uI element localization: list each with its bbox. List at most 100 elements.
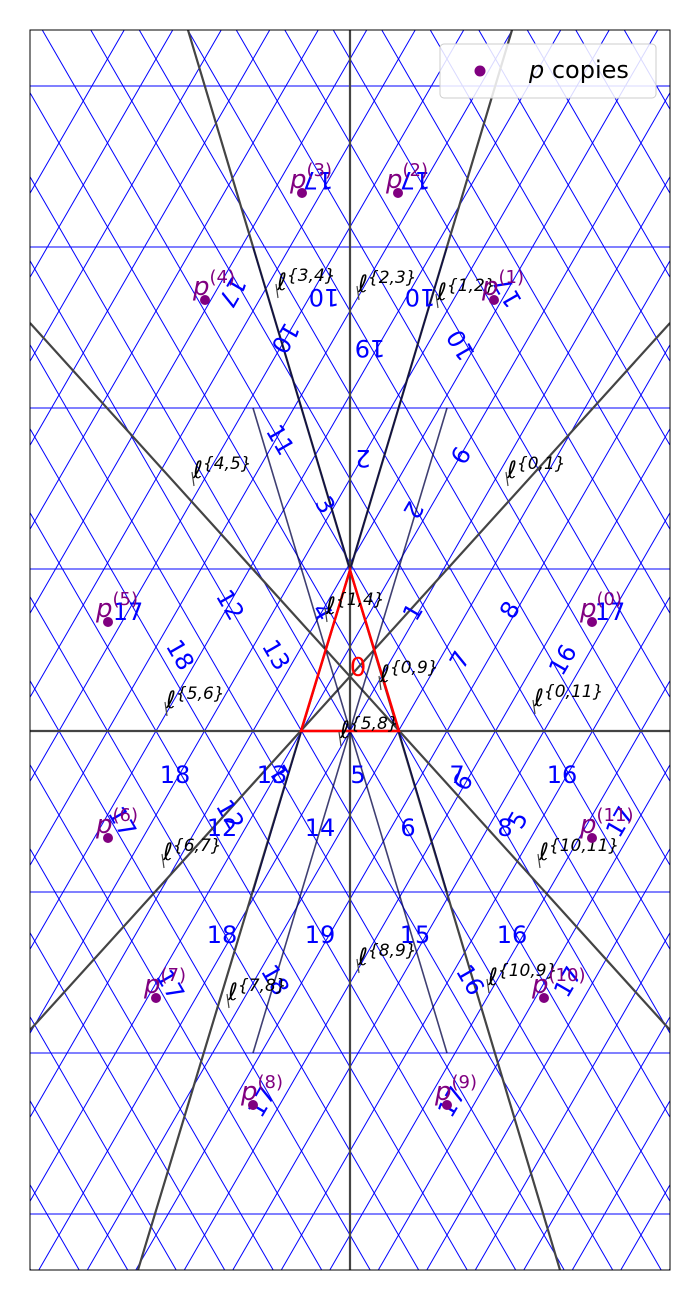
tiling-diagonal-line xyxy=(30,1015,177,1270)
triangle-label: 8 xyxy=(494,596,526,623)
line-label: ℓ{2,3} xyxy=(356,268,417,301)
p-superscript: (3) xyxy=(307,160,333,181)
triangle-label: 17 xyxy=(400,166,431,194)
p-copy-point xyxy=(587,617,597,627)
line-label-text: ℓ{1,4} xyxy=(325,590,385,620)
line-label-text: ℓ{10,11} xyxy=(538,836,619,866)
tiling-diagonal-line xyxy=(474,931,670,1270)
tiling-diagonal-line xyxy=(235,30,670,783)
legend-text: copies xyxy=(544,56,629,84)
tiling-diagonal-line xyxy=(30,1267,32,1270)
triangle-label: 13 xyxy=(257,761,288,789)
p-symbol: p xyxy=(95,594,113,624)
ell-subscript: {0,11} xyxy=(544,682,603,702)
central-triangle xyxy=(299,565,401,733)
triangle-label: 17 xyxy=(303,166,334,194)
triangle-label: 6 xyxy=(400,814,415,842)
p-symbol: p xyxy=(192,272,210,302)
p-symbol: p xyxy=(434,1077,452,1107)
line-label-text: ℓ{1,2} xyxy=(436,276,496,306)
tiling-diagonal-line xyxy=(426,847,670,1270)
tiling-diagonal-line xyxy=(571,1099,670,1270)
triangle-label: 18 xyxy=(207,921,238,949)
p-copy: p(6) xyxy=(95,805,138,843)
p-symbol: p xyxy=(531,970,549,1000)
tiling-diagonal-line xyxy=(30,427,517,1270)
p-copy-label: p(5) xyxy=(95,589,138,624)
p-copy-point xyxy=(248,1100,258,1110)
line-label: ℓ{0,9} xyxy=(378,658,439,691)
tiling-diagonal-line xyxy=(30,847,274,1270)
line-label-text: ℓ{4,5} xyxy=(192,454,252,484)
p-superscript: (9) xyxy=(452,1072,478,1093)
line-label-tick xyxy=(356,285,360,301)
tiling-diagonal-line xyxy=(30,30,416,699)
tiling-diagonal-line xyxy=(673,30,700,1270)
tiling-diagonal-line xyxy=(30,30,513,867)
ell-symbol: ℓ xyxy=(487,963,498,991)
tiling-diagonal-line xyxy=(187,30,670,867)
line-label-tick xyxy=(435,293,439,309)
ell-symbol: ℓ xyxy=(227,978,238,1006)
p-copy-point xyxy=(442,1100,452,1110)
p-copy-label: p(9) xyxy=(434,1072,477,1107)
line-label: ℓ{0,1} xyxy=(505,454,566,487)
p-copy: p(5) xyxy=(95,589,138,627)
p-copy: p(11) xyxy=(579,805,633,843)
p-copy-point xyxy=(587,833,597,843)
p-symbol: p xyxy=(143,970,161,1000)
triangle-label: 7 xyxy=(444,646,476,673)
tiling-diagonal-line xyxy=(30,679,371,1270)
line-label: ℓ{1,4} xyxy=(324,590,385,623)
ell-subscript: {0,1} xyxy=(517,454,566,474)
ell-subscript: {7,8} xyxy=(238,976,287,996)
tiling-diagonal-line xyxy=(86,259,670,1270)
tiling-diagonal-line xyxy=(429,30,670,447)
p-copy-point xyxy=(539,993,549,1003)
triangle-label: 14 xyxy=(305,814,336,842)
tiling-diagonal-line xyxy=(90,30,670,1035)
triangle-label: 12 xyxy=(210,585,250,625)
p-symbol: p xyxy=(240,1077,258,1107)
ell-subscript: {5,6} xyxy=(176,684,225,704)
ell-subscript: {10,11} xyxy=(549,836,619,856)
ell-subscript: {3,4} xyxy=(287,266,336,286)
tiling-diagonal-line xyxy=(30,30,271,447)
p-superscript: (8) xyxy=(258,1072,284,1093)
triangle-label: 10 xyxy=(309,283,340,311)
line-label-text: ℓ{6,7} xyxy=(162,836,222,866)
p-superscript: (11) xyxy=(597,805,634,826)
p-copy: p(10) xyxy=(531,965,585,1003)
tiling-diagonal-line xyxy=(30,30,465,783)
ell-subscript: {0,9} xyxy=(390,658,439,678)
line-label-text: ℓ{7,8} xyxy=(227,976,287,1006)
triangle-label: 10 xyxy=(265,318,305,358)
ell-symbol: ℓ xyxy=(276,268,287,296)
line-label-tick xyxy=(161,853,165,869)
ell-symbol: ℓ xyxy=(538,838,549,866)
p-copy: p(1) xyxy=(481,267,524,305)
triangle-label: 16 xyxy=(547,761,578,789)
legend: p copies xyxy=(439,43,657,99)
tiling-diagonal-line xyxy=(284,30,670,699)
tiling-diagonal-line xyxy=(41,30,670,1119)
line-label-tick xyxy=(164,701,168,717)
ell-subscript: {10,9} xyxy=(498,961,557,981)
tiling-diagonal-line xyxy=(232,511,670,1270)
tiling-diagonal-line xyxy=(138,30,670,951)
triangle-label: 16 xyxy=(497,921,528,949)
p-copy-label: p(3) xyxy=(289,160,332,195)
tiling-diagonal-line xyxy=(30,30,319,531)
line-label-tick xyxy=(378,675,382,691)
ell-subscript: {6,7} xyxy=(173,836,222,856)
p-superscript: (4) xyxy=(210,267,236,288)
triangle-label: 12 xyxy=(207,814,238,842)
ell-symbol: ℓ xyxy=(379,660,390,688)
ell-symbol: ℓ xyxy=(162,838,173,866)
p-copy-label: p(11) xyxy=(579,805,633,840)
ell-symbol: ℓ xyxy=(357,270,368,298)
line-label: ℓ{0,11} xyxy=(532,682,603,715)
p-superscript: (5) xyxy=(113,589,139,610)
ell-subscript: {1,2} xyxy=(447,276,496,296)
p-copy-label: p(0) xyxy=(579,589,622,624)
